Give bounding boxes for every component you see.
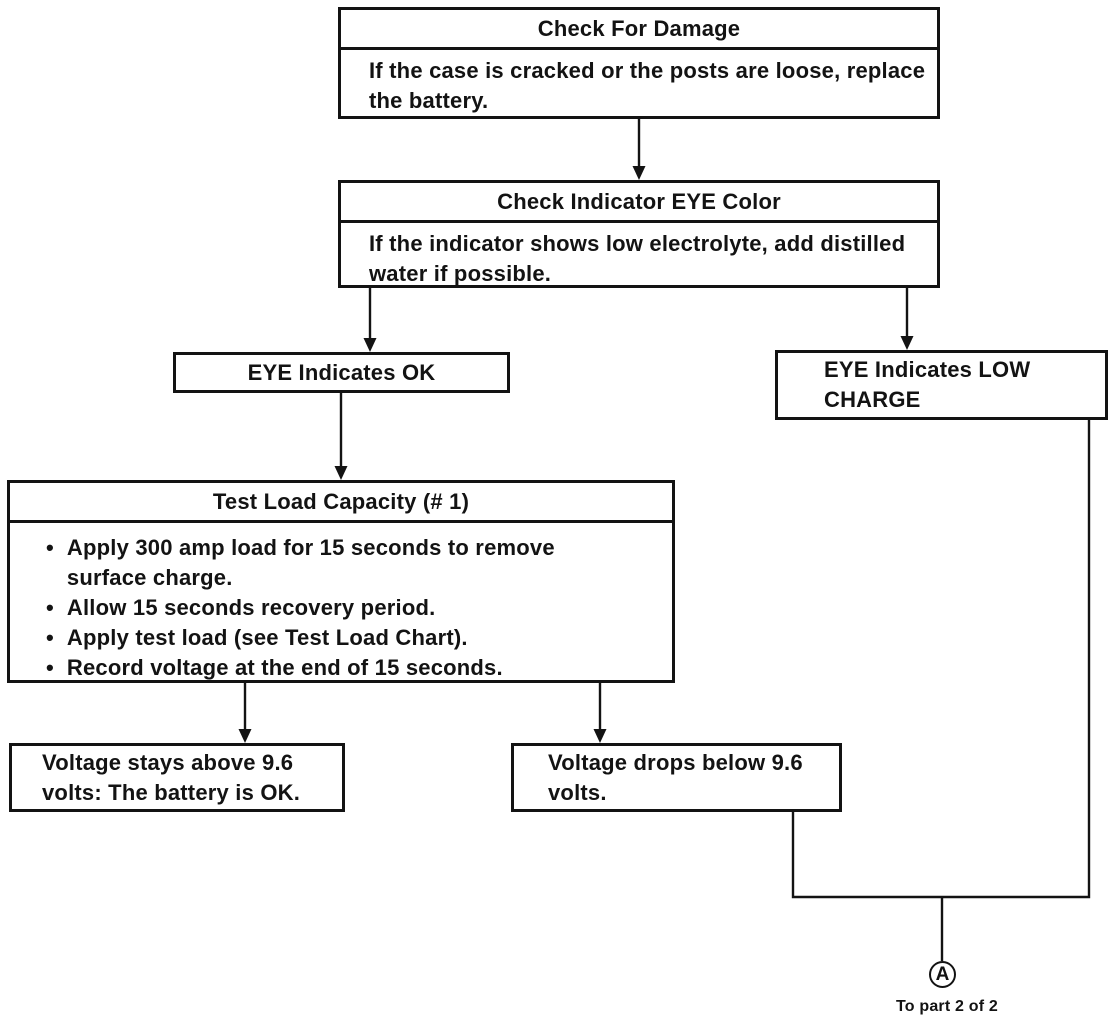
bullet-item: • Apply test load (see Test Load Chart).	[46, 623, 662, 653]
node-test-load-title: Test Load Capacity (# 1)	[10, 483, 672, 523]
node-voltage-ok-label: Voltage stays above 9.6 volts: The batte…	[42, 750, 301, 805]
arrowhead-to-eyeok	[363, 338, 377, 352]
node-eye-ok: EYE Indicates OK	[173, 352, 510, 393]
bullet-item: • Record voltage at the end of 15 second…	[46, 653, 662, 683]
arrowhead-to-eyecolor	[632, 166, 646, 180]
bullet-text: Apply test load (see Test Load Chart).	[66, 625, 468, 650]
node-voltage-low: Voltage drops below 9.6 volts.	[511, 743, 842, 812]
bullet-text: Apply 300 amp load for 15 seconds to rem…	[66, 535, 555, 590]
node-voltage-low-label: Voltage drops below 9.6 volts.	[548, 750, 803, 805]
node-eye-low-charge: EYE Indicates LOW CHARGE	[775, 350, 1108, 420]
bullet-item: • Allow 15 seconds recovery period.	[46, 593, 662, 623]
node-voltage-ok: Voltage stays above 9.6 volts: The batte…	[9, 743, 345, 812]
bullet-text: Allow 15 seconds recovery period.	[66, 595, 436, 620]
offpage-connector-a: A	[929, 961, 956, 988]
arrowhead-to-voltok	[238, 729, 252, 743]
bullet-item: • Apply 300 amp load for 15 seconds to r…	[46, 533, 662, 593]
node-check-eye-color-body: If the indicator shows low electrolyte, …	[369, 231, 906, 286]
bullet-dot: •	[46, 625, 54, 650]
node-check-eye-color-title: Check Indicator EYE Color	[341, 183, 937, 223]
bullet-dot: •	[46, 655, 54, 680]
arrowhead-to-voltlow	[593, 729, 607, 743]
bullet-dot: •	[46, 535, 54, 560]
arrowhead-to-testload	[334, 466, 348, 480]
offpage-caption: To part 2 of 2	[895, 998, 999, 1015]
node-check-damage-title: Check For Damage	[341, 10, 937, 50]
bullet-dot: •	[46, 595, 54, 620]
node-check-eye-color: Check Indicator EYE Color If the indicat…	[338, 180, 940, 288]
arrowhead-to-eyelow	[900, 336, 914, 350]
node-eye-ok-label: EYE Indicates OK	[247, 359, 436, 385]
node-check-damage-body: If the case is cracked or the posts are …	[369, 58, 926, 113]
node-test-load-bullets: • Apply 300 amp load for 15 seconds to r…	[10, 523, 672, 689]
connector-voltlow-eyelow-join	[791, 420, 1091, 899]
node-eye-low-charge-label: EYE Indicates LOW CHARGE	[824, 357, 1031, 412]
bullet-text: Record voltage at the end of 15 seconds.	[66, 655, 503, 680]
offpage-connector-letter: A	[935, 963, 950, 985]
node-test-load-capacity: Test Load Capacity (# 1) • Apply 300 amp…	[7, 480, 675, 683]
node-check-damage: Check For Damage If the case is cracked …	[338, 7, 940, 119]
